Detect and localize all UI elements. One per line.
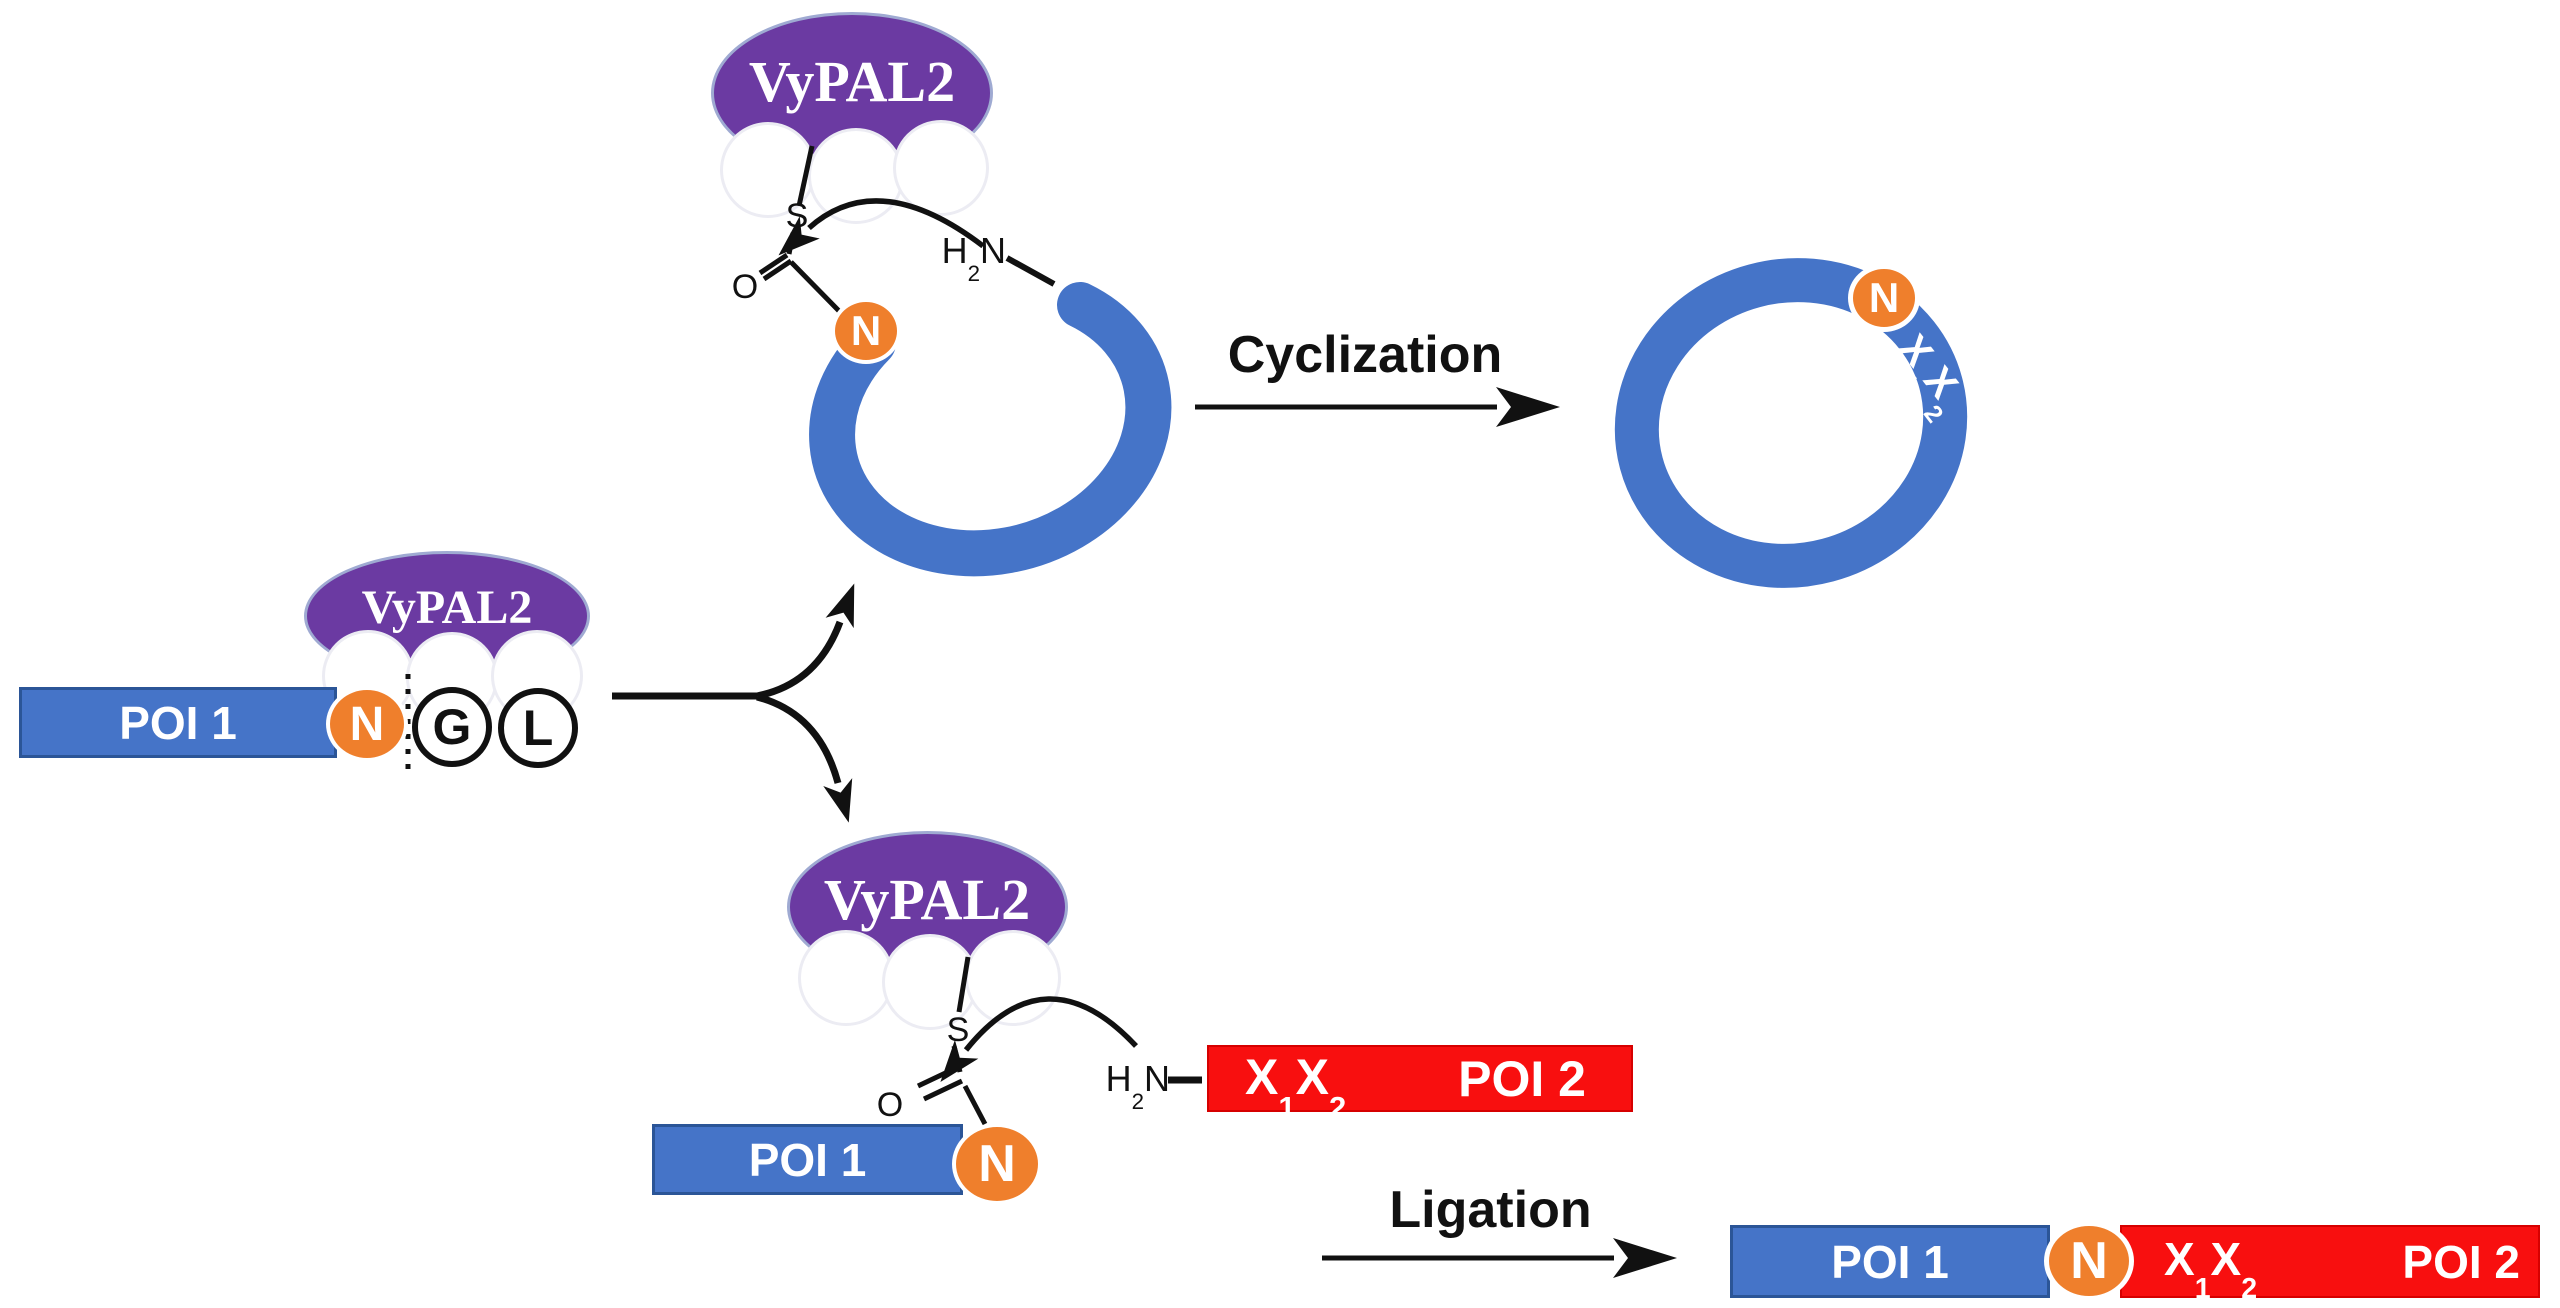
enzyme-name-middle: VyPAL2 xyxy=(361,581,533,634)
c-o-doublebond-top xyxy=(758,252,789,276)
l-residue-label: L xyxy=(522,700,554,756)
ligation-label: Ligation xyxy=(1389,1181,1592,1239)
h2n-text: H2N xyxy=(1105,1058,1170,1115)
n-residue-label: N xyxy=(1868,274,1900,321)
nucleophilic-attack-arrow-bottom xyxy=(940,996,1139,1083)
n-residue-label: N xyxy=(2070,1232,2108,1290)
n-residue-label: N xyxy=(850,307,882,354)
c-o-doublebond-bottom xyxy=(916,1065,958,1089)
h2n-text: H2N xyxy=(941,230,1006,287)
branch-arrow-down xyxy=(756,693,853,823)
active-site-scallop xyxy=(893,120,989,216)
n-residue-circle-openring: N xyxy=(831,298,901,364)
active-site-scallop xyxy=(720,122,816,218)
amine-bond-top xyxy=(1005,255,1056,287)
poi2-label: POI 2 xyxy=(1458,1050,1586,1107)
l-residue-circle: L xyxy=(498,688,578,768)
poi1-bar-product: POI 1 xyxy=(1730,1225,2050,1298)
c-n-bond-top xyxy=(789,260,843,315)
n-residue-circle-product: N xyxy=(2044,1221,2134,1301)
enzyme-name-top: VyPAL2 xyxy=(748,49,956,114)
x1x2-text: X1X2 xyxy=(1245,1048,1347,1126)
active-site-scallop xyxy=(808,128,904,224)
nucleophilic-attack-arrow-top xyxy=(778,198,985,256)
active-site-scallop xyxy=(798,930,894,1026)
cyclized-peptide-ring xyxy=(1614,258,1968,588)
s-c-bond-top xyxy=(786,232,796,255)
n-residue-circle-cyclized: N xyxy=(1848,264,1920,332)
enzyme-s-bond-bottom xyxy=(956,956,971,1013)
c-o-doublebond-top xyxy=(762,258,793,282)
poi1-bar-substrate: POI 1 xyxy=(19,687,337,758)
poi2-bar-incoming: X1X2 POI 2 xyxy=(1207,1045,1633,1126)
oxygen-atom-bottom: O xyxy=(876,1085,904,1124)
n-residue-circle-substrate: N xyxy=(326,686,408,762)
poi1-label: POI 1 xyxy=(748,1133,867,1186)
sulfur-atom-bottom: S xyxy=(946,1010,970,1049)
x1x2-text: X1X2 xyxy=(2164,1233,2258,1306)
n-residue-circle-intermediate: N xyxy=(952,1123,1042,1205)
sulfur-atom-top: S xyxy=(785,196,809,235)
g-residue-circle: G xyxy=(412,687,492,767)
poi1-bar-intermediate: POI 1 xyxy=(652,1124,963,1195)
poi1-label: POI 1 xyxy=(1831,1235,1949,1288)
open-peptide-ring xyxy=(809,282,1172,577)
poi2-bar-product: X1X2 POI 2 xyxy=(2120,1225,2540,1306)
c-n-bond-bottom xyxy=(962,1084,988,1126)
h2n-label-top: H2N xyxy=(900,230,1006,287)
n-residue-label: N xyxy=(349,697,385,751)
enzyme-name-bottom: VyPAL2 xyxy=(823,867,1031,932)
branch-arrow-up xyxy=(756,583,855,700)
g-residue-label: G xyxy=(432,699,472,755)
cyclization-label: Cyclization xyxy=(1227,326,1503,384)
c-o-doublebond-bottom xyxy=(922,1078,964,1102)
enzyme-s-bond-top xyxy=(796,145,815,207)
n-residue-label: N xyxy=(978,1135,1016,1193)
h2n-label-bottom: H2N xyxy=(1080,1058,1170,1115)
oxygen-atom-top: O xyxy=(731,267,759,306)
poi1-label: POI 1 xyxy=(119,696,237,749)
poi2-label: POI 2 xyxy=(2402,1235,2520,1288)
